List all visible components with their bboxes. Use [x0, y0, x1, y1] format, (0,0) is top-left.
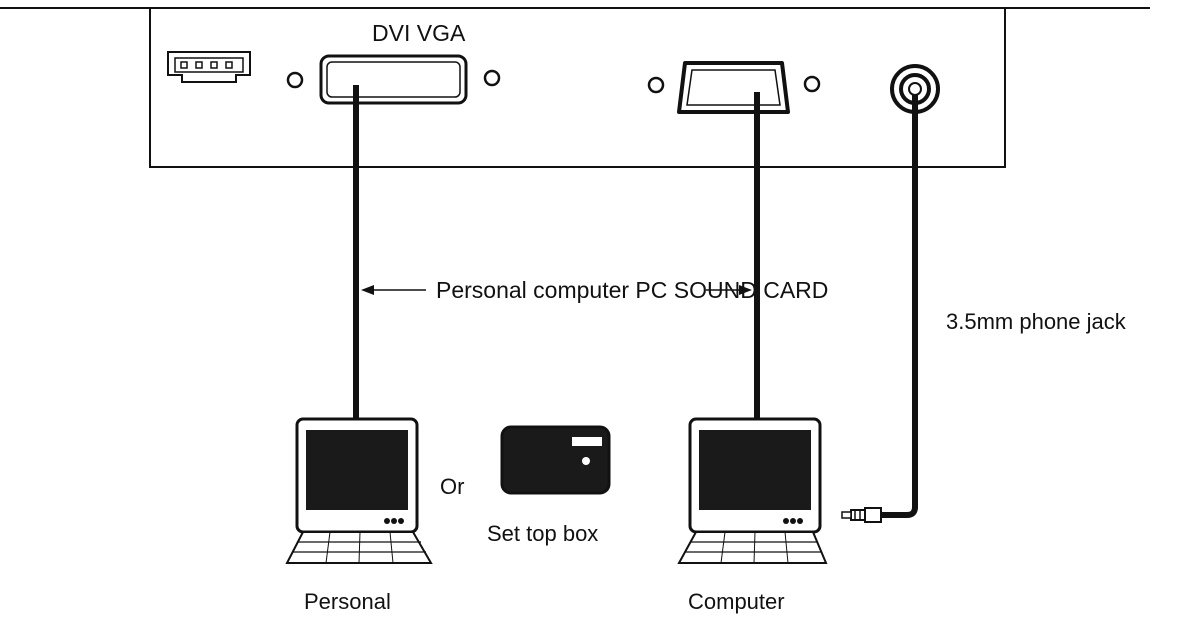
dvi-port-icon [286, 54, 501, 105]
set-top-box-icon [500, 425, 611, 495]
or-label: Or [440, 474, 464, 499]
power-connector-icon [167, 51, 251, 83]
cable-label: Personal computer PC SOUND CARD [436, 277, 828, 303]
arrow-left [361, 285, 426, 295]
vga-port-icon [647, 61, 821, 114]
port-label: DVI VGA [372, 20, 466, 46]
arrow-right [706, 285, 752, 295]
right-device-label: Computer [688, 589, 785, 614]
jack-label: 3.5mm phone jack [946, 309, 1127, 334]
monitor-back-panel [149, 8, 1006, 168]
computer-icon [677, 417, 828, 564]
settop-label: Set top box [487, 521, 598, 546]
left-device-label: Personal [304, 589, 391, 614]
audio-cable [880, 95, 918, 518]
computer-icon [285, 417, 433, 564]
audio-plug-icon [841, 507, 882, 523]
